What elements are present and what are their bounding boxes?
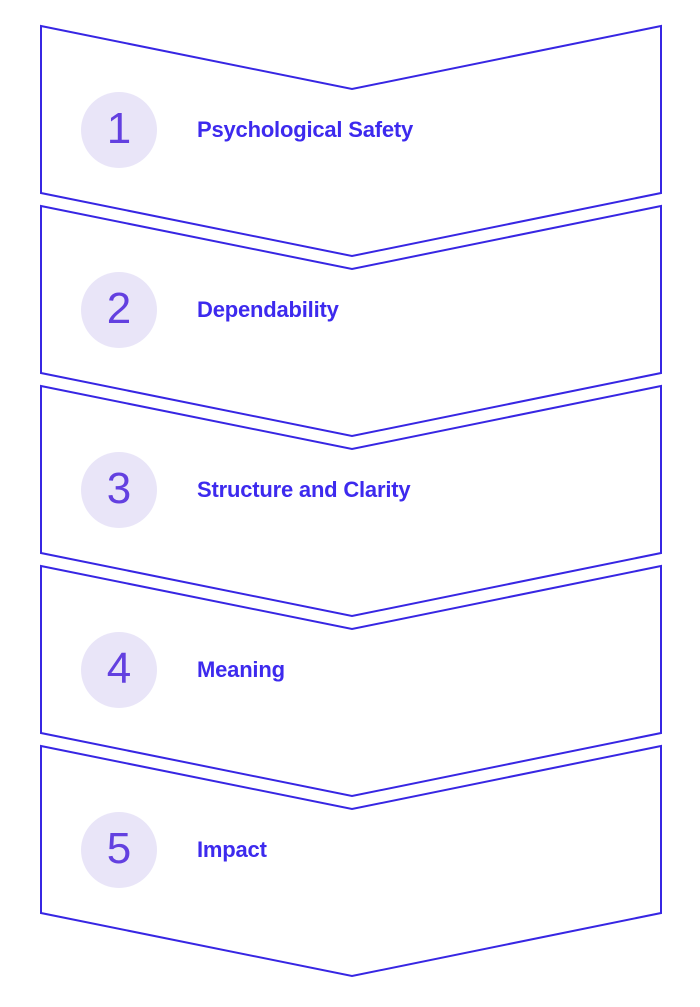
step-label: Dependability — [197, 297, 339, 322]
step-band-1: 1 Psychological Safety — [0, 26, 700, 256]
step-number-circle: 4 — [81, 632, 157, 708]
step-label: Meaning — [197, 657, 285, 682]
chevron-outline-1 — [40, 24, 662, 258]
step-band-2: 2 Dependability — [0, 206, 700, 436]
step-band-3: 3 Structure and Clarity — [0, 386, 700, 616]
step-number: 1 — [106, 103, 132, 153]
step-label: Psychological Safety — [197, 117, 414, 142]
step-band-5: 5 Impact — [0, 746, 700, 976]
step-label: Structure and Clarity — [197, 477, 411, 502]
chevron-outline-5 — [40, 744, 662, 978]
chevron-outline-3 — [40, 384, 662, 618]
step-number: 5 — [106, 823, 132, 873]
step-number-circle: 5 — [81, 812, 157, 888]
step-number-circle: 3 — [81, 452, 157, 528]
step-number: 2 — [106, 283, 132, 333]
step-label: Impact — [197, 837, 267, 862]
step-number-circle: 2 — [81, 272, 157, 348]
step-number-circle: 1 — [81, 92, 157, 168]
step-number: 3 — [106, 463, 132, 513]
step-band-4: 4 Meaning — [0, 566, 700, 796]
chevron-outline-4 — [40, 564, 662, 798]
step-number: 4 — [106, 643, 132, 693]
chevron-outline-2 — [40, 204, 662, 438]
